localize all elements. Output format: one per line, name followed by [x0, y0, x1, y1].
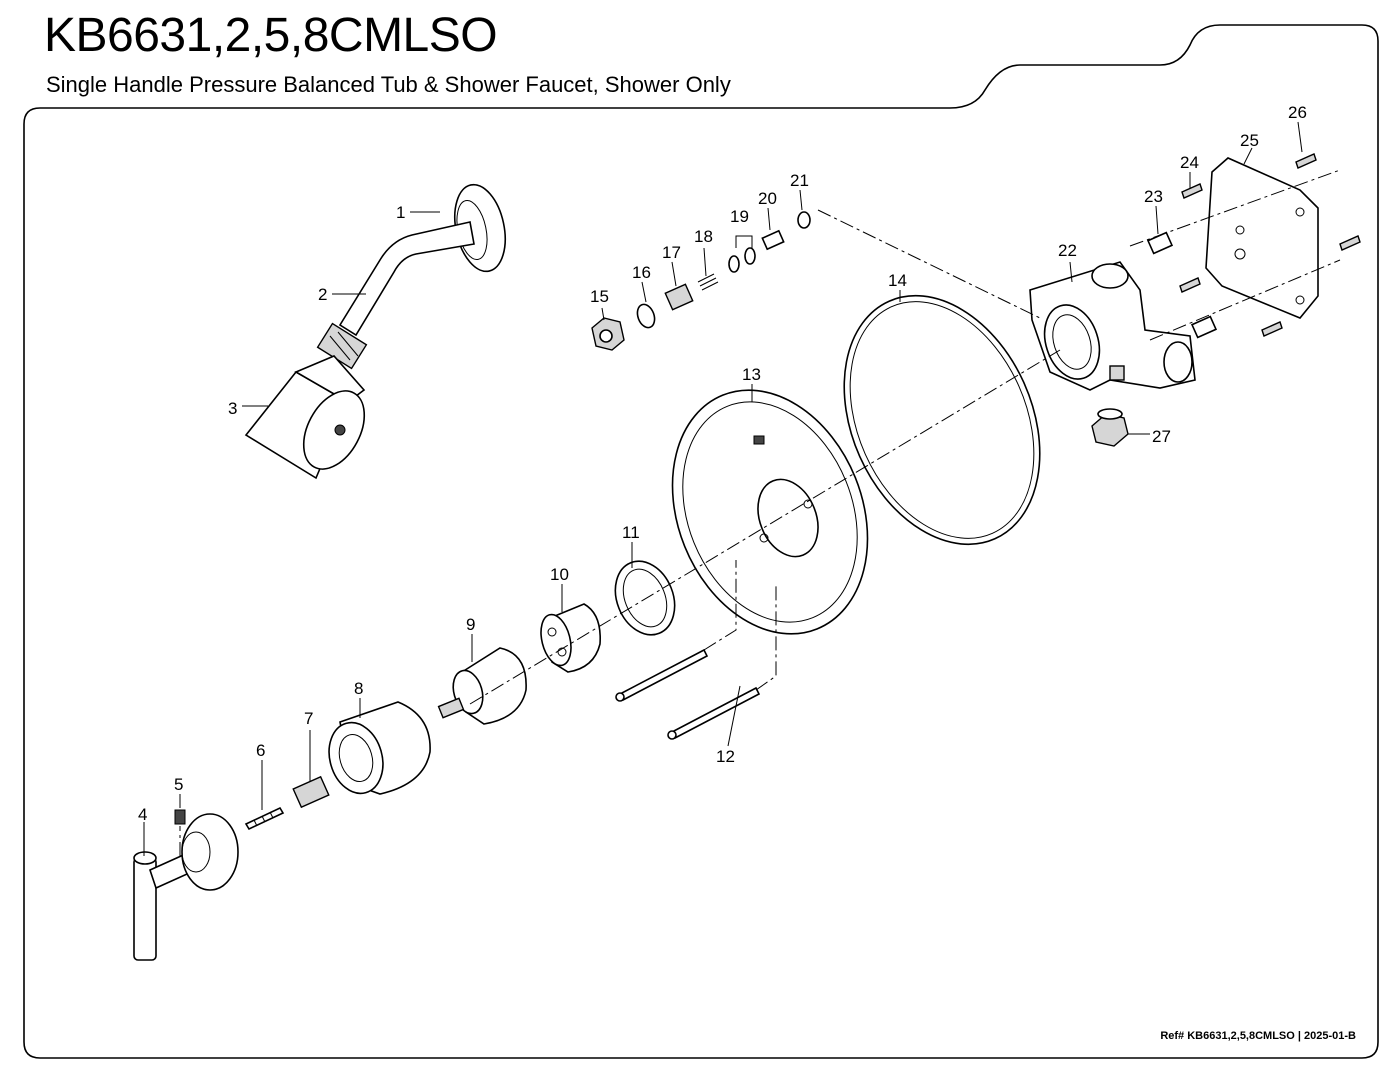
- label-part-7: 7: [304, 709, 313, 728]
- label-part-5: 5: [174, 775, 183, 794]
- label-part-24: 24: [1180, 153, 1199, 172]
- reference-footer: Ref# KB6631,2,5,8CMLSO | 2025-01-B: [1160, 1030, 1356, 1042]
- centerline-bracket-lower: [1149, 259, 1341, 341]
- label-part-3: 3: [228, 399, 237, 418]
- centerline-upper: [817, 209, 1041, 319]
- label-part-27: 27: [1152, 427, 1171, 446]
- drawing-border: [23, 24, 1379, 1059]
- leader-lines: [143, 121, 1303, 856]
- part-5-set-screw: [174, 809, 186, 825]
- label-part-14: 14: [888, 271, 907, 290]
- part-13-trim-plate: [671, 389, 869, 635]
- part-4-lever-handle: [133, 813, 239, 961]
- part-6-handle-screw: [244, 806, 285, 831]
- part-8-sleeve: [328, 701, 431, 795]
- part-21-washer: [797, 211, 811, 229]
- part-9-stop-tube: [437, 647, 527, 725]
- label-part-26: 26: [1288, 103, 1307, 122]
- label-part-17: 17: [662, 243, 681, 262]
- centerline-screw-b: [755, 584, 777, 691]
- label-part-16: 16: [632, 263, 651, 282]
- label-part-23: 23: [1144, 187, 1163, 206]
- part-10-cartridge: [540, 603, 601, 673]
- label-part-4: 4: [138, 805, 147, 824]
- label-part-8: 8: [354, 679, 363, 698]
- label-part-18: 18: [694, 227, 713, 246]
- label-part-13: 13: [742, 365, 761, 384]
- label-part-15: 15: [590, 287, 609, 306]
- part-11-retaining-ring: [614, 560, 676, 636]
- part-7-adapter: [292, 775, 330, 809]
- part-25-bracket: [1205, 157, 1319, 319]
- part-12-screws: [615, 648, 761, 740]
- part-17-stem: [664, 283, 694, 311]
- part-14-gasket: [843, 294, 1041, 546]
- centerline-main: [469, 349, 1061, 705]
- page-title: KB6631,2,5,8CMLSO: [44, 9, 498, 62]
- label-part-1: 1: [396, 203, 405, 222]
- part-20-seat: [761, 229, 785, 251]
- part-3-shower-head: [244, 355, 366, 480]
- label-part-12: 12: [716, 747, 735, 766]
- label-part-2: 2: [318, 285, 327, 304]
- part-27-plug: [1091, 408, 1129, 447]
- part-22-valve-body: [1029, 261, 1196, 391]
- part-18-spring: [697, 273, 719, 291]
- part-19-washers: [728, 235, 756, 273]
- label-part-6: 6: [256, 741, 265, 760]
- label-part-10: 10: [550, 565, 569, 584]
- part-26-screws: [1295, 153, 1361, 251]
- centerline-screw-a: [703, 560, 737, 651]
- centerline-bracket: [1129, 169, 1341, 247]
- part-labels: 1 2 3 4 5 6 7 8 9 10 11 12 13 14 15 16 1…: [138, 103, 1307, 824]
- label-part-21: 21: [790, 171, 809, 190]
- label-part-20: 20: [758, 189, 777, 208]
- part-1-flange: [454, 183, 506, 273]
- label-part-22: 22: [1058, 241, 1077, 260]
- part-15-bonnet-nut: [591, 317, 625, 351]
- label-part-11: 11: [622, 523, 640, 542]
- label-part-9: 9: [466, 615, 475, 634]
- label-part-25: 25: [1240, 131, 1259, 150]
- part-2-shower-arm: [316, 221, 475, 370]
- page-subtitle: Single Handle Pressure Balanced Tub & Sh…: [46, 72, 731, 97]
- label-part-19: 19: [730, 207, 749, 226]
- part-16-o-ring: [636, 303, 656, 329]
